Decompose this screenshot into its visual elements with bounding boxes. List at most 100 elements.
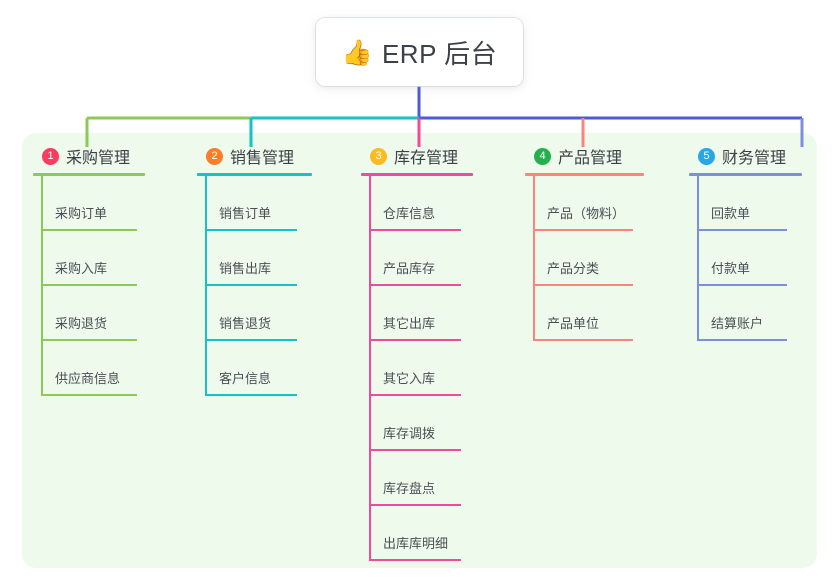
branch-number-badge: 3 [370, 147, 387, 165]
leaf-label: 仓库信息 [383, 206, 436, 221]
branch-header-1[interactable]: 1 采购管理 [33, 145, 145, 167]
branch-number-badge: 2 [206, 147, 223, 165]
branch-header-3[interactable]: 3 库存管理 [361, 145, 473, 167]
branch-header-4[interactable]: 4 产品管理 [525, 145, 644, 167]
leaf-label: 出库库明细 [383, 536, 449, 551]
leaf-rule [41, 339, 137, 341]
leaf-item[interactable]: 库存盘点 [361, 451, 473, 506]
branch-column-4: 4 产品管理产品（物料） 产品分类产品单位 [525, 145, 644, 341]
branch-spine [41, 176, 43, 396]
leaf-item[interactable]: 付款单 [689, 231, 802, 286]
leaf-label: 销售订单 [219, 206, 272, 221]
leaf-label: 客户信息 [219, 371, 272, 386]
branch-header-5[interactable]: 5 财务管理 [689, 145, 802, 167]
leaf-label: 产品（物料） [547, 206, 626, 221]
branch-header-rule [33, 173, 145, 176]
leaf-label: 供应商信息 [55, 371, 121, 386]
leaf-label: 采购入库 [55, 261, 108, 276]
branch-header-2[interactable]: 2 销售管理 [197, 145, 312, 167]
leaf-label: 销售出库 [219, 261, 272, 276]
leaf-item[interactable]: 结算账户 [689, 286, 802, 341]
leaf-rule [369, 394, 461, 396]
leaf-label: 产品库存 [383, 261, 436, 276]
branch-number-badge: 1 [42, 147, 59, 165]
leaf-rule [369, 449, 461, 451]
branch-title: 产品管理 [558, 150, 623, 167]
leaf-rule [369, 284, 461, 286]
leaf-label: 采购退货 [55, 316, 108, 331]
leaf-list: 仓库信息产品库存其它出库其它入库库存调拨库存盘点出库库明细 [361, 176, 473, 561]
leaf-rule [697, 229, 787, 231]
leaf-rule [41, 394, 137, 396]
leaf-label: 库存调拨 [383, 426, 436, 441]
thumbs-up-icon: 👍 [341, 38, 373, 67]
branch-title: 采购管理 [66, 150, 131, 167]
leaf-list: 回款单付款单结算账户 [689, 176, 802, 341]
leaf-item[interactable]: 采购退货 [33, 286, 145, 341]
leaf-list: 产品（物料） 产品分类产品单位 [525, 176, 644, 341]
leaf-item[interactable]: 产品单位 [525, 286, 644, 341]
leaf-item[interactable]: 产品分类 [525, 231, 644, 286]
leaf-rule [205, 394, 297, 396]
leaf-item[interactable]: 产品库存 [361, 231, 473, 286]
leaf-item[interactable]: 供应商信息 [33, 341, 145, 396]
leaf-label: 结算账户 [711, 316, 764, 331]
branch-title: 库存管理 [394, 150, 459, 167]
leaf-rule [205, 229, 297, 231]
leaf-item[interactable]: 仓库信息 [361, 176, 473, 231]
leaf-item[interactable]: 其它入库 [361, 341, 473, 396]
leaf-rule [533, 284, 633, 286]
leaf-label: 采购订单 [55, 206, 108, 221]
leaf-rule [697, 284, 787, 286]
branch-header-rule [525, 173, 644, 176]
leaf-label: 销售退货 [219, 316, 272, 331]
leaf-item[interactable]: 采购入库 [33, 231, 145, 286]
leaf-rule [41, 229, 137, 231]
leaf-label: 其它入库 [383, 371, 436, 386]
branch-title: 销售管理 [230, 150, 295, 167]
leaf-label: 产品单位 [547, 316, 600, 331]
leaf-rule [533, 339, 633, 341]
branch-spine [369, 176, 371, 561]
branch-column-1: 1 采购管理采购订单采购入库采购退货供应商信息 [33, 145, 145, 396]
branch-number-badge: 4 [534, 147, 551, 165]
leaf-rule [697, 339, 787, 341]
branch-column-3: 3 库存管理仓库信息产品库存其它出库其它入库库存调拨库存盘点出库库明细 [361, 145, 473, 561]
branch-column-2: 2 销售管理销售订单销售出库销售退货客户信息 [197, 145, 312, 396]
leaf-item[interactable]: 库存调拨 [361, 396, 473, 451]
leaf-rule [369, 229, 461, 231]
leaf-label: 产品分类 [547, 261, 600, 276]
leaf-item[interactable]: 出库库明细 [361, 506, 473, 561]
leaf-rule [205, 284, 297, 286]
branch-number-badge: 5 [698, 147, 715, 165]
root-node[interactable]: 👍 ERP 后台 [316, 18, 523, 86]
leaf-list: 销售订单销售出库销售退货客户信息 [197, 176, 312, 396]
leaf-item[interactable]: 产品（物料） [525, 176, 644, 231]
root-title: ERP 后台 [381, 38, 498, 69]
leaf-item[interactable]: 客户信息 [197, 341, 312, 396]
branches-panel [22, 133, 817, 568]
branch-column-5: 5 财务管理回款单付款单结算账户 [689, 145, 802, 341]
leaf-item[interactable]: 销售出库 [197, 231, 312, 286]
branch-spine [697, 176, 699, 341]
leaf-item[interactable]: 采购订单 [33, 176, 145, 231]
branch-header-rule [689, 173, 802, 176]
leaf-label: 回款单 [711, 206, 751, 221]
leaf-item[interactable]: 回款单 [689, 176, 802, 231]
branch-spine [205, 176, 207, 396]
branch-title: 财务管理 [722, 150, 787, 167]
leaf-rule [369, 559, 461, 561]
leaf-item[interactable]: 销售订单 [197, 176, 312, 231]
leaf-rule [369, 504, 461, 506]
leaf-item[interactable]: 其它出库 [361, 286, 473, 341]
branch-header-rule [197, 173, 312, 176]
leaf-item[interactable]: 销售退货 [197, 286, 312, 341]
leaf-rule [41, 284, 137, 286]
branch-spine [533, 176, 535, 341]
leaf-label: 其它出库 [383, 316, 436, 331]
leaf-rule [369, 339, 461, 341]
leaf-rule [205, 339, 297, 341]
branch-header-rule [361, 173, 473, 176]
leaf-list: 采购订单采购入库采购退货供应商信息 [33, 176, 145, 396]
